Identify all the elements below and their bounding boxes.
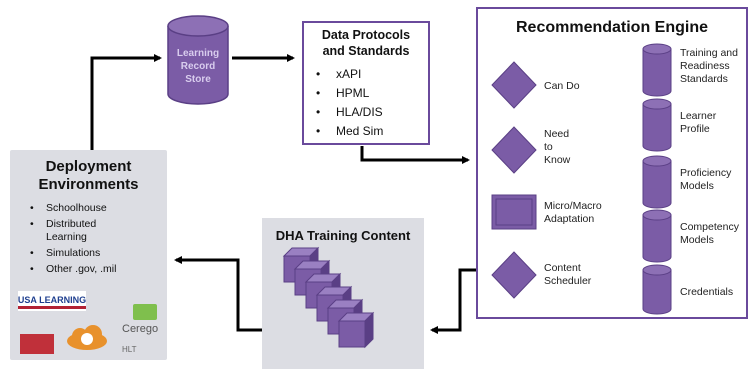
competency-models-cylinder bbox=[642, 209, 672, 263]
engine-label-competency-models: Competency Models bbox=[680, 221, 739, 247]
training-content-cubes bbox=[282, 246, 375, 349]
label-line: Credentials bbox=[680, 286, 734, 298]
label-line: Scheduler bbox=[544, 275, 592, 287]
deployment-title-line: Deployment bbox=[45, 158, 132, 175]
dha-title: DHA Training Content bbox=[275, 228, 411, 243]
training-standards-cylinder bbox=[642, 43, 672, 97]
label-line: Standards bbox=[680, 73, 728, 85]
usa-learning-logo: USA LEARNING bbox=[18, 291, 86, 311]
micro-macro-box bbox=[491, 194, 537, 230]
lrs-label-line: Learning bbox=[177, 48, 219, 59]
cerego-icon bbox=[133, 304, 157, 320]
can-do-diamond bbox=[491, 61, 537, 109]
engine-label-credentials: Credentials bbox=[680, 286, 733, 299]
learning-record-store-cylinder: Learning Record Store bbox=[167, 15, 229, 105]
engine-label-need-to-know: Need to Know bbox=[544, 128, 570, 167]
protocols-title-line: Data Protocols bbox=[321, 28, 411, 42]
content-cube bbox=[337, 311, 375, 349]
protocol-item: xAPI bbox=[314, 65, 383, 84]
label-line: Training and bbox=[680, 47, 738, 59]
proficiency-models-cylinder bbox=[642, 155, 672, 209]
label-line: to bbox=[544, 141, 553, 153]
lrs-label-line: Record bbox=[181, 61, 215, 72]
engine-label-proficiency-models: Proficiency Models bbox=[680, 167, 731, 193]
engine-shapes bbox=[491, 43, 672, 315]
deployment-item: Schoolhouse bbox=[30, 202, 165, 215]
label-line: Micro/Macro bbox=[544, 200, 602, 212]
engine-label-micro-macro: Micro/Macro Adaptation bbox=[544, 200, 602, 226]
deployment-title-line: Environments bbox=[38, 176, 139, 193]
deployment-list: Schoolhouse Distributed Learning Simulat… bbox=[30, 202, 165, 276]
arrow-dha-to-deployment bbox=[174, 256, 262, 332]
deployment-item: Distributed Learning bbox=[30, 218, 116, 244]
label-line: Profile bbox=[680, 123, 710, 135]
protocols-title-line: and Standards bbox=[322, 44, 410, 58]
deployment-title: Deployment Environments bbox=[10, 158, 167, 194]
recommendation-engine-title: Recommendation Engine bbox=[515, 19, 709, 36]
label-line: Proficiency bbox=[680, 167, 732, 179]
arrow-protocols-to-engine bbox=[360, 146, 470, 164]
learner-profile-cylinder bbox=[642, 98, 672, 152]
label-line: Adaptation bbox=[544, 213, 595, 225]
hlt-logo-text: HLT bbox=[122, 345, 137, 354]
cerego-logo-text: Cerego bbox=[122, 323, 159, 335]
deployment-environments-panel: Deployment Environments Schoolhouse Dist… bbox=[10, 150, 167, 360]
protocols-list: xAPI HPML HLA/DIS Med Sim bbox=[314, 65, 383, 141]
label-line: Know bbox=[544, 154, 571, 166]
protocol-item: Med Sim bbox=[314, 122, 383, 141]
label-line: Need bbox=[544, 128, 570, 140]
engine-label-learner-profile: Learner Profile bbox=[680, 110, 716, 136]
content-scheduler-diamond bbox=[491, 251, 537, 299]
label-line: Models bbox=[680, 180, 714, 192]
lrs-label-line: Store bbox=[185, 74, 211, 85]
cloud-logo bbox=[62, 322, 112, 352]
data-protocols-title: Data Protocols and Standards bbox=[304, 27, 428, 59]
label-line: Competency bbox=[680, 221, 739, 233]
label-line: Models bbox=[680, 234, 714, 246]
protocol-item: HLA/DIS bbox=[314, 103, 383, 122]
deployment-item: Simulations bbox=[30, 247, 165, 260]
label-line: Content bbox=[544, 262, 581, 274]
engine-label-training-standards: Training and Readiness Standards bbox=[680, 47, 738, 86]
label-line: Learner bbox=[680, 110, 717, 122]
credentials-cylinder bbox=[642, 264, 672, 315]
usa-learning-logo-text: USA LEARNING bbox=[18, 295, 86, 305]
deployment-item: Other .gov, .mil bbox=[30, 263, 165, 276]
protocol-item: HPML bbox=[314, 84, 383, 103]
engine-label-content-scheduler: Content Scheduler bbox=[544, 262, 591, 288]
label-line: Readiness bbox=[680, 60, 730, 72]
need-to-know-diamond bbox=[491, 126, 537, 174]
arrow-deployment-to-lrs bbox=[90, 54, 162, 150]
label-line: Can Do bbox=[544, 80, 580, 92]
data-protocols-box: Data Protocols and Standards xAPI HPML H… bbox=[302, 21, 430, 145]
red-logo-badge bbox=[20, 334, 54, 354]
engine-label-can-do: Can Do bbox=[544, 80, 580, 93]
